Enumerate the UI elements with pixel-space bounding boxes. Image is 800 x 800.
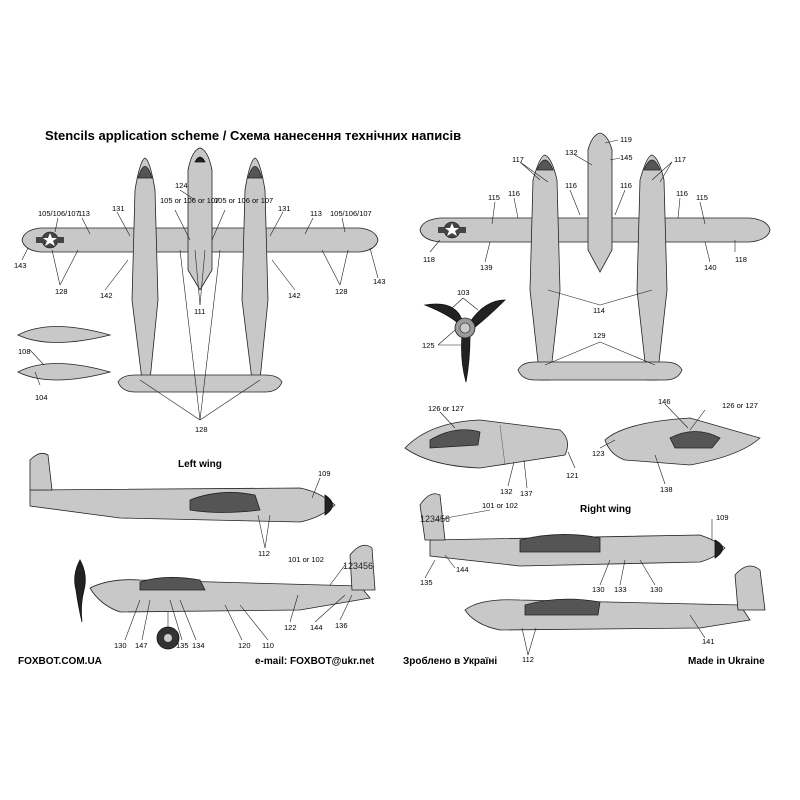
label-105-or-left: 105 or 106 or 107 xyxy=(160,196,219,205)
bottom-view-labels: 119 132 145 117 117 116 116 116 115 116 … xyxy=(422,135,747,350)
label-134: 134 xyxy=(192,641,205,650)
label-113-left: 113 xyxy=(78,209,90,218)
label-130-left: 130 xyxy=(114,641,127,650)
label-104: 104 xyxy=(35,393,48,402)
serial-number-right: 123456 xyxy=(420,514,450,524)
label-116-a: 116 xyxy=(508,189,520,198)
label-138: 138 xyxy=(660,485,673,494)
top-view-labels: 105/106/107 113 131 124 105 or 106 or 10… xyxy=(14,181,386,434)
label-116-b: 116 xyxy=(565,181,577,190)
bottom-view-aircraft xyxy=(419,132,771,381)
label-124: 124 xyxy=(175,181,188,190)
footer-made-ua: Зроблено в Україні xyxy=(403,656,498,667)
label-115-left: 115 xyxy=(488,193,500,202)
label-126-or-127-right: 126 or 127 xyxy=(722,401,758,410)
label-140: 140 xyxy=(704,263,717,272)
label-117-left: 117 xyxy=(512,155,524,164)
label-139: 139 xyxy=(480,263,493,272)
label-119: 119 xyxy=(620,135,632,144)
left-side-labels: 109 112 101 or 102 130 147 135 134 120 1… xyxy=(114,469,348,650)
label-118-left: 118 xyxy=(423,255,435,264)
footer-site: FOXBOT.COM.UA xyxy=(18,656,102,667)
label-130-right-a: 130 xyxy=(592,585,605,594)
label-110: 110 xyxy=(262,641,274,650)
label-101-or-102-right: 101 or 102 xyxy=(482,501,518,510)
label-116-c: 116 xyxy=(620,181,632,190)
label-130-right-b: 130 xyxy=(650,585,663,594)
label-144-right: 144 xyxy=(456,565,469,574)
label-108: 108 xyxy=(18,347,31,356)
label-142-left: 142 xyxy=(100,291,113,300)
label-131-left: 131 xyxy=(112,204,125,213)
propeller-detail xyxy=(423,297,506,383)
label-142-right: 142 xyxy=(288,291,301,300)
label-135-right: 135 xyxy=(420,578,433,587)
right-side-views xyxy=(404,403,766,656)
label-116-d: 116 xyxy=(676,189,688,198)
label-125: 125 xyxy=(422,341,435,350)
airfoil-sections: 108 104 xyxy=(17,326,112,402)
label-137: 137 xyxy=(520,489,533,498)
label-128-right: 128 xyxy=(335,287,348,296)
label-105-106-107-right: 105/106/107 xyxy=(330,209,372,218)
label-122: 122 xyxy=(284,623,297,632)
label-131-right: 131 xyxy=(278,204,291,213)
label-118-right: 118 xyxy=(735,255,747,264)
label-113-right: 113 xyxy=(310,209,322,218)
label-109-left: 109 xyxy=(318,469,331,478)
label-105-106-107-left: 105/106/107 xyxy=(38,209,80,218)
label-114: 114 xyxy=(593,306,605,315)
label-112-right: 112 xyxy=(522,655,534,664)
label-111: 111 xyxy=(194,307,205,316)
label-141: 141 xyxy=(702,637,715,646)
label-135-left: 135 xyxy=(176,641,189,650)
page-title: Stencils application scheme / Схема нане… xyxy=(45,128,462,143)
label-143-left: 143 xyxy=(14,261,27,270)
serial-number-left: 123456 xyxy=(343,561,373,571)
label-128-left: 128 xyxy=(55,287,68,296)
label-145: 145 xyxy=(620,153,633,162)
label-136: 136 xyxy=(335,621,348,630)
label-123: 123 xyxy=(592,449,605,458)
label-133: 133 xyxy=(614,585,627,594)
left-side-views xyxy=(29,452,376,650)
top-view-aircraft xyxy=(21,147,379,421)
label-105-or-right: 105 or 106 or 107 xyxy=(214,196,273,205)
label-109-right: 109 xyxy=(716,513,729,522)
label-101-or-102-left: 101 or 102 xyxy=(288,555,324,564)
label-117-right: 117 xyxy=(674,155,686,164)
footer-email: e-mail: FOXBOT@ukr.net xyxy=(255,656,375,667)
right-side-labels: 126 or 127 121 132 137 146 126 or 127 12… xyxy=(420,397,758,664)
left-wing-heading: Left wing xyxy=(178,459,222,470)
right-wing-heading: Right wing xyxy=(580,504,631,515)
label-143-right: 143 xyxy=(373,277,386,286)
label-144-left: 144 xyxy=(310,623,323,632)
label-132: 132 xyxy=(565,148,578,157)
footer-made-en: Made in Ukraine xyxy=(688,656,765,667)
label-103: 103 xyxy=(457,288,470,297)
label-115-right: 115 xyxy=(696,193,708,202)
label-132-side: 132 xyxy=(500,487,513,496)
label-120: 120 xyxy=(238,641,251,650)
label-112-left: 112 xyxy=(258,549,270,558)
label-126-or-127-left: 126 or 127 xyxy=(428,404,464,413)
label-128-bottom: 128 xyxy=(195,425,208,434)
label-147: 147 xyxy=(135,641,148,650)
label-129: 129 xyxy=(593,331,606,340)
label-121: 121 xyxy=(566,471,579,480)
label-146: 146 xyxy=(658,397,671,406)
